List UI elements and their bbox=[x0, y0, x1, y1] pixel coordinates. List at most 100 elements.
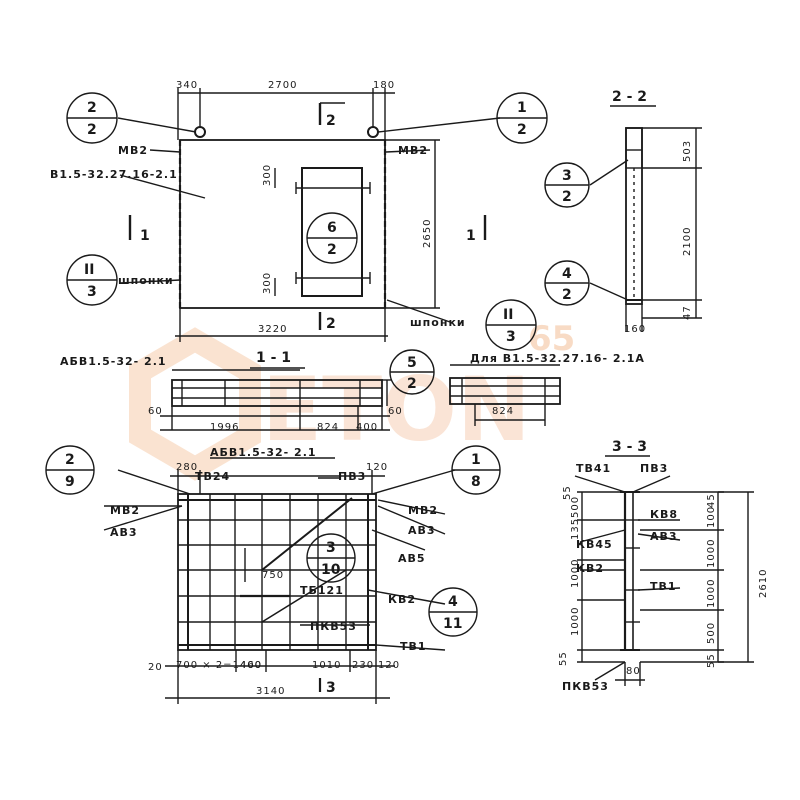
dim-33-left-1000b: 1000 bbox=[570, 607, 581, 636]
bubble-3-10-top: 3 bbox=[326, 540, 336, 556]
dim-33-right-1000a: 1000 bbox=[706, 539, 717, 568]
section-2-2-outline bbox=[625, 127, 643, 305]
dim-2610: 2610 bbox=[758, 569, 769, 598]
reinforcement-cage bbox=[45, 445, 501, 704]
label-pkb53: ПКВ53 bbox=[310, 620, 357, 633]
section-3-3 bbox=[574, 455, 754, 686]
dim-280: 280 bbox=[176, 462, 198, 473]
dim-1996: 1996 bbox=[210, 422, 239, 433]
dim-300-bottom: 300 bbox=[262, 272, 273, 294]
bubble-4-11-bot: 11 bbox=[443, 616, 462, 632]
label-pv3: ПВ3 bbox=[338, 470, 366, 483]
label-ab3-left: АВ3 bbox=[110, 526, 138, 539]
dim-120-bottom: 120 bbox=[378, 660, 400, 671]
dim-824-b: 824 bbox=[492, 406, 514, 417]
dim-120-top: 120 bbox=[366, 462, 388, 473]
dim-20: 20 bbox=[148, 662, 163, 673]
dim-400: 400 bbox=[356, 422, 378, 433]
cut-3-bottom: 3 bbox=[326, 680, 336, 696]
dim-47: 47 bbox=[682, 305, 693, 320]
shponki-right-label: шпонки bbox=[410, 316, 466, 329]
dim-33-bottom-80: 80 bbox=[626, 666, 641, 677]
bubble-6-2-top: 6 bbox=[327, 220, 337, 236]
bubble-2-9-top: 2 bbox=[65, 452, 75, 468]
cut-1-left: 1 bbox=[140, 228, 150, 244]
bubble-4-2-top: 4 bbox=[562, 266, 572, 282]
section-1-1-title: 1 - 1 bbox=[256, 350, 291, 366]
bubble-5-2-top: 5 bbox=[407, 355, 417, 371]
bubble-II-3-right-bot: 3 bbox=[506, 329, 516, 345]
panel-label: В1.5-32.27.16-2.1 bbox=[50, 168, 178, 181]
shponki-left-label: шпонки bbox=[118, 274, 174, 287]
label-ab3-33: АВ3 bbox=[650, 530, 678, 543]
bubble-6-2-bot: 2 bbox=[327, 242, 337, 258]
dim-33-right-1000b: 1000 bbox=[706, 579, 717, 608]
label-tb1: ТВ1 bbox=[400, 640, 427, 653]
section-1-1-main-outline bbox=[171, 379, 383, 407]
door-opening bbox=[301, 167, 363, 297]
section-1-1-label-left: АБВ1.5-32- 2.1 bbox=[60, 355, 167, 368]
bubble-3-2-bot: 2 bbox=[562, 189, 572, 205]
lifting-loop-right bbox=[367, 126, 379, 138]
dim-230: 230 bbox=[352, 660, 374, 671]
dim-33-right-100: 100 bbox=[706, 506, 717, 528]
cut-2-bottom: 2 bbox=[326, 316, 336, 332]
bubble-3-2-top: 3 bbox=[562, 168, 572, 184]
dim-33-left-1000a: 1000 bbox=[570, 559, 581, 588]
label-kb8: КВ8 bbox=[650, 508, 678, 521]
dim-33-right-45: 45 bbox=[706, 493, 717, 508]
label-tb41: ТВ41 bbox=[576, 462, 611, 475]
bubble-2-2-top: 2 bbox=[87, 100, 97, 116]
label-mb2-left: МВ2 bbox=[110, 504, 140, 517]
bubble-5-2-bot: 2 bbox=[407, 376, 417, 392]
dim-3220: 3220 bbox=[258, 324, 287, 335]
dim-33-right-500: 500 bbox=[706, 622, 717, 644]
label-pkb53-33: ПКВ53 bbox=[562, 680, 609, 693]
dim-33-left-500: 500 bbox=[570, 496, 581, 518]
watermark-hexagon-logo bbox=[129, 327, 261, 481]
label-ab3-right: АВ3 bbox=[408, 524, 436, 537]
dim-2100: 2100 bbox=[682, 227, 693, 256]
dim-33-right-55: 55 bbox=[706, 653, 717, 668]
bubble-1-2-bot: 2 bbox=[517, 122, 527, 138]
dim-460: 460 bbox=[240, 660, 262, 671]
dim-700x2: 700 × 2=1400 bbox=[176, 660, 262, 671]
watermark-text: ETON bbox=[262, 358, 531, 461]
label-kb45: КВ45 bbox=[576, 538, 613, 551]
dim-33-left-55: 55 bbox=[562, 485, 573, 500]
detail-a-outline bbox=[449, 377, 561, 405]
dim-1010: 1010 bbox=[312, 660, 341, 671]
dim-750: 750 bbox=[262, 570, 284, 581]
dim-3140: 3140 bbox=[256, 686, 285, 697]
panel-outline bbox=[179, 139, 386, 309]
dim-300-top: 300 bbox=[262, 164, 273, 186]
bubble-1-8-top: 1 bbox=[471, 452, 481, 468]
cut-2-top: 2 bbox=[326, 113, 336, 129]
dim-33-left-55b: 55 bbox=[558, 651, 569, 666]
dim-2650: 2650 bbox=[422, 219, 433, 248]
label-kb2: КВ2 bbox=[388, 593, 416, 606]
dim-33-left-135: 135 bbox=[570, 518, 581, 540]
bubble-2-2-bot: 2 bbox=[87, 122, 97, 138]
dim-60-left: 60 bbox=[148, 406, 163, 417]
bubble-2-9-bot: 9 bbox=[65, 474, 75, 490]
bubble-II-3-left-bot: 3 bbox=[87, 284, 97, 300]
bubble-4-11-top: 4 bbox=[448, 594, 458, 610]
section-3-3-title: 3 - 3 bbox=[612, 439, 647, 455]
bubble-1-2-top: 1 bbox=[517, 100, 527, 116]
label-tb1-33: ТВ1 bbox=[650, 580, 677, 593]
label-pv3-33: ПВ3 bbox=[640, 462, 668, 475]
bubble-II-3-right-top: II bbox=[503, 307, 513, 323]
label-ab5: АВ5 bbox=[398, 552, 426, 565]
section-1-1 bbox=[160, 349, 561, 431]
bubble-4-2-bot: 2 bbox=[562, 287, 572, 303]
dim-60-right: 60 bbox=[388, 406, 403, 417]
label-tb121: ТБ121 bbox=[300, 584, 344, 597]
panel-elevation bbox=[66, 88, 548, 351]
dim-2700: 2700 bbox=[268, 80, 297, 91]
section-2-2 bbox=[544, 105, 702, 332]
dim-340: 340 bbox=[176, 80, 198, 91]
watermark: ETON 65 bbox=[129, 319, 575, 481]
dim-160: 160 bbox=[624, 324, 646, 335]
